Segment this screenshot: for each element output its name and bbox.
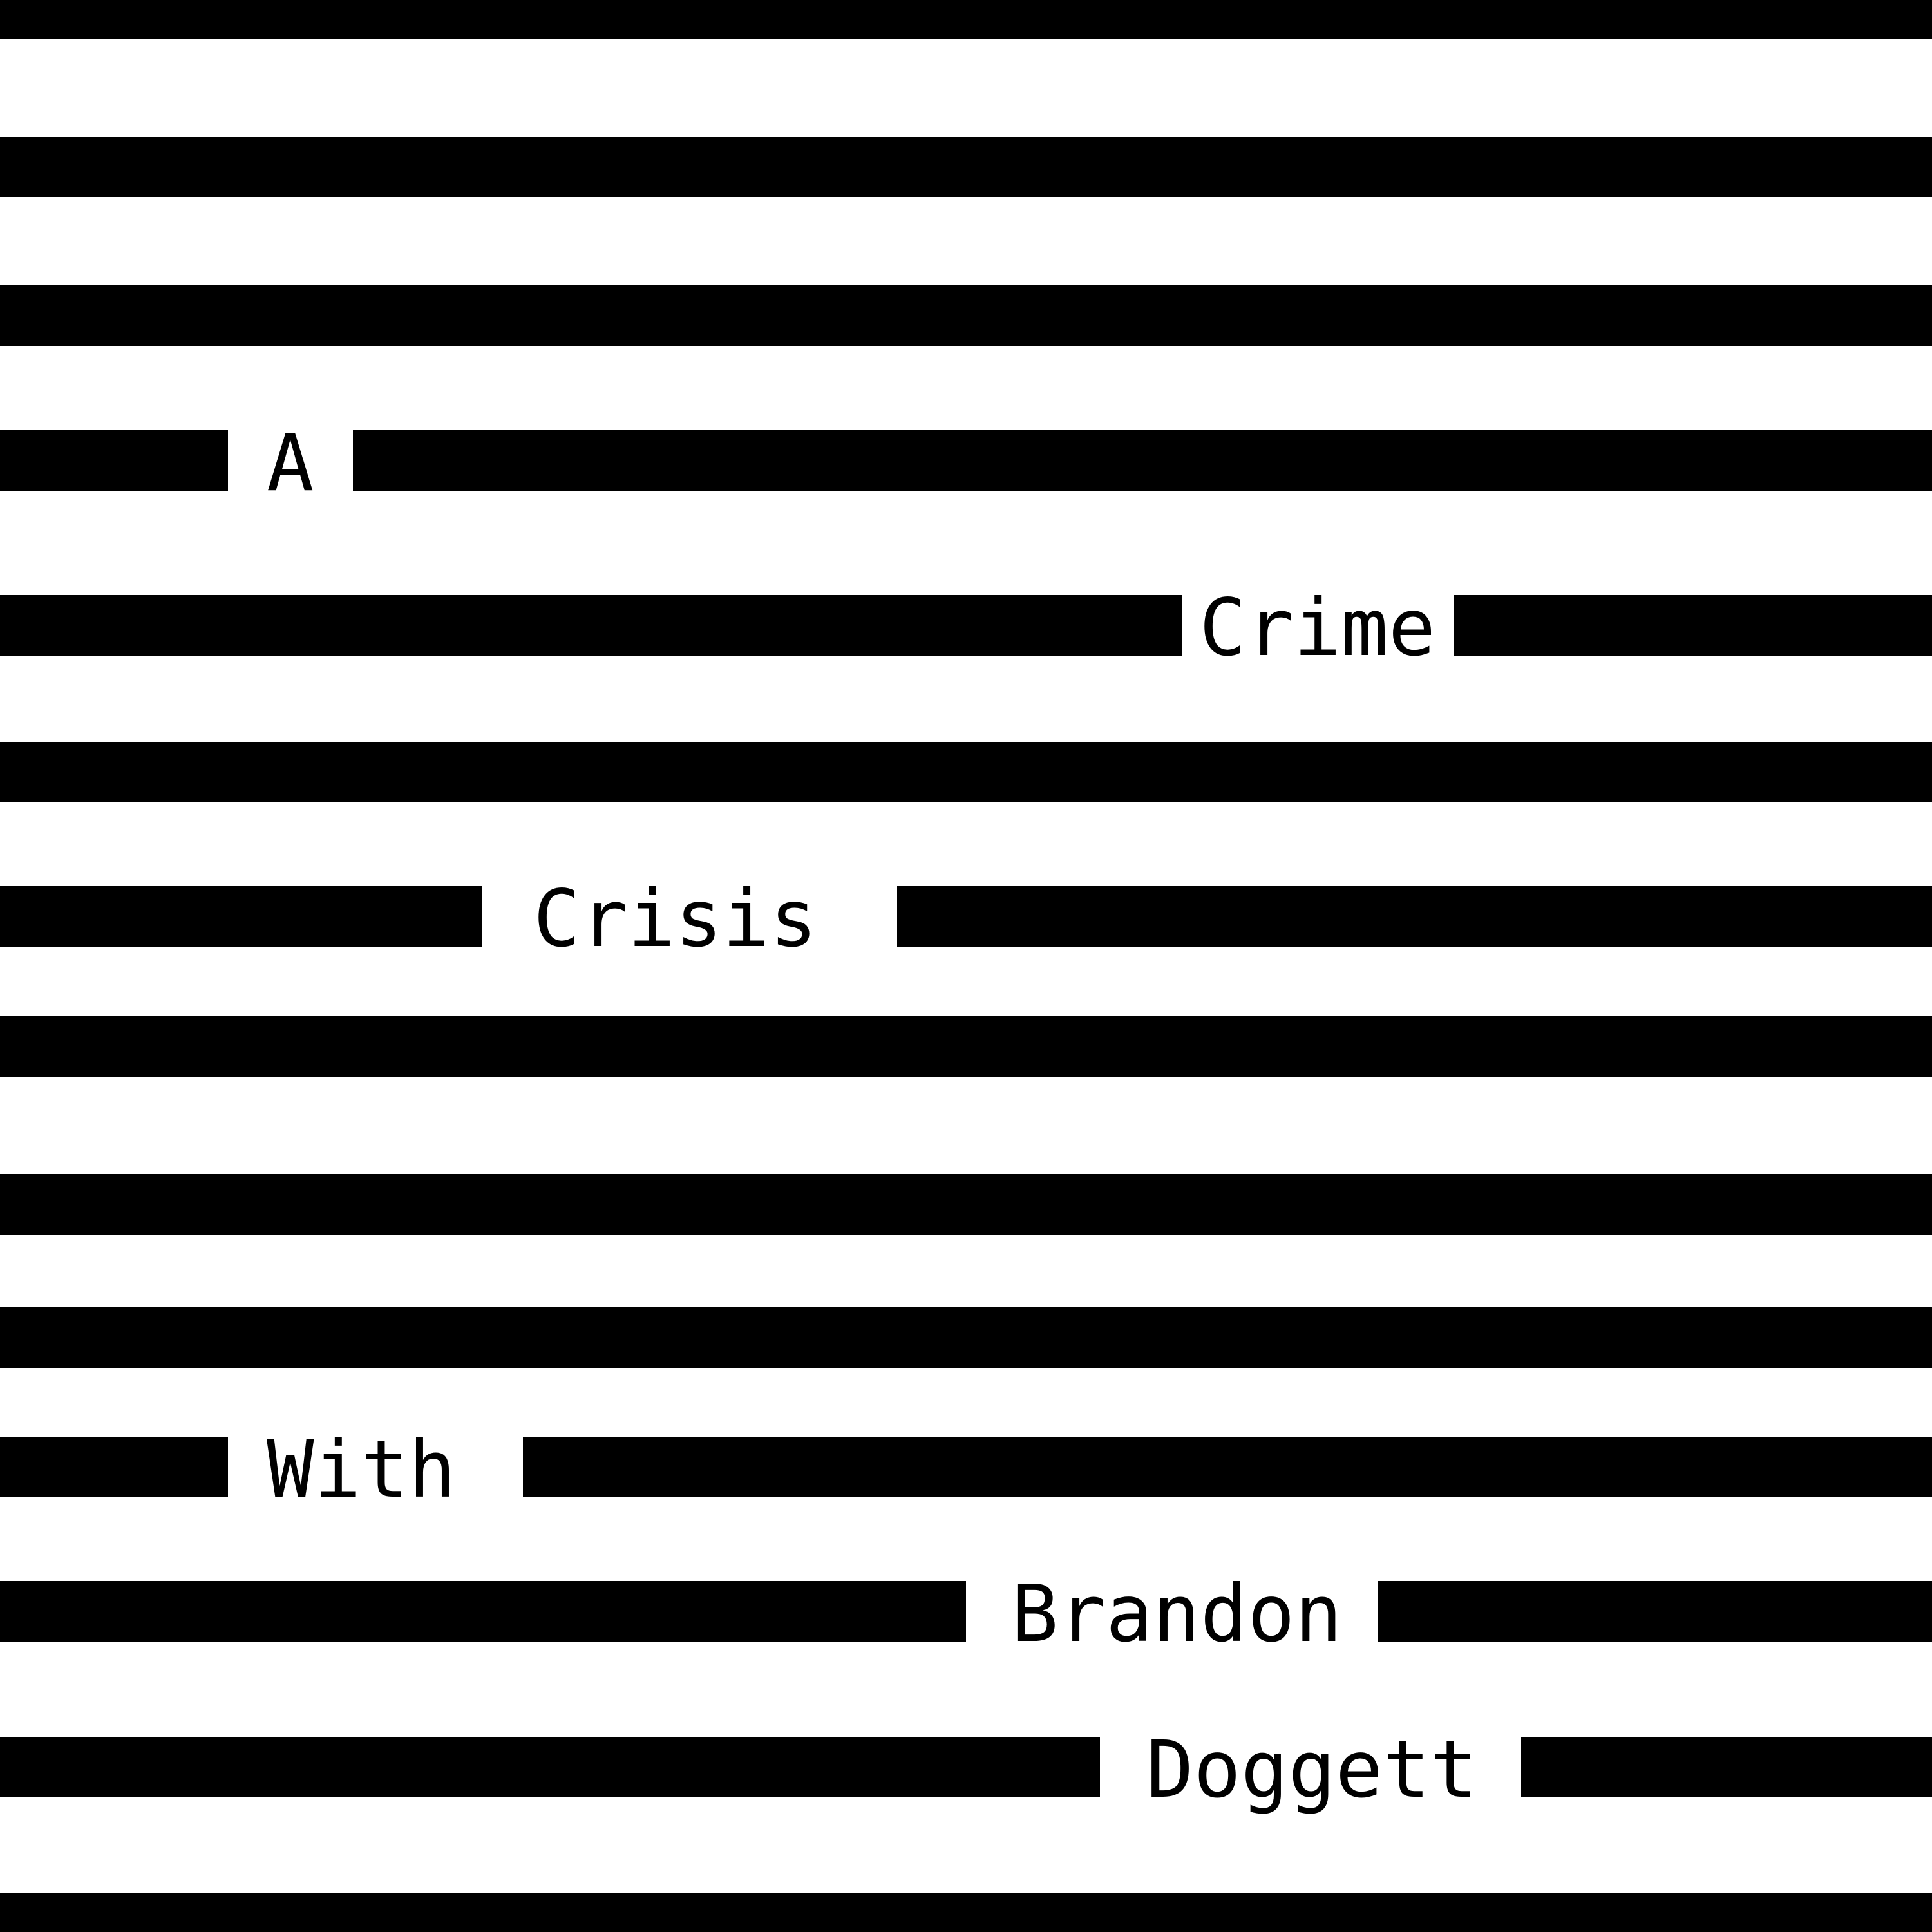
stripe	[0, 1437, 228, 1497]
stripe	[1378, 1581, 1932, 1642]
stripe	[0, 0, 1932, 39]
title-word-doggett: Doggett	[1146, 1724, 1478, 1815]
stripe	[523, 1437, 1932, 1497]
stripe	[1454, 595, 1932, 656]
stripe	[0, 285, 1932, 346]
stripe	[0, 886, 482, 947]
stripe	[0, 742, 1932, 802]
stripe	[0, 1893, 1932, 1932]
stripe	[0, 137, 1932, 197]
title-word-crisis: Crisis	[533, 873, 817, 965]
stripe	[1521, 1737, 1932, 1797]
stripe	[0, 1174, 1932, 1235]
stripe	[897, 886, 1932, 947]
stripe	[0, 595, 1182, 656]
stripe	[0, 1307, 1932, 1368]
title-word-with: With	[267, 1424, 456, 1515]
stripe	[0, 430, 228, 491]
stripe	[0, 1737, 1100, 1797]
title-word-brandon: Brandon	[1011, 1568, 1343, 1660]
stripe	[353, 430, 1932, 491]
title-word-crime: Crime	[1199, 582, 1436, 674]
stripe	[0, 1581, 966, 1642]
title-word-a: A	[267, 417, 314, 509]
stripe	[0, 1016, 1932, 1077]
